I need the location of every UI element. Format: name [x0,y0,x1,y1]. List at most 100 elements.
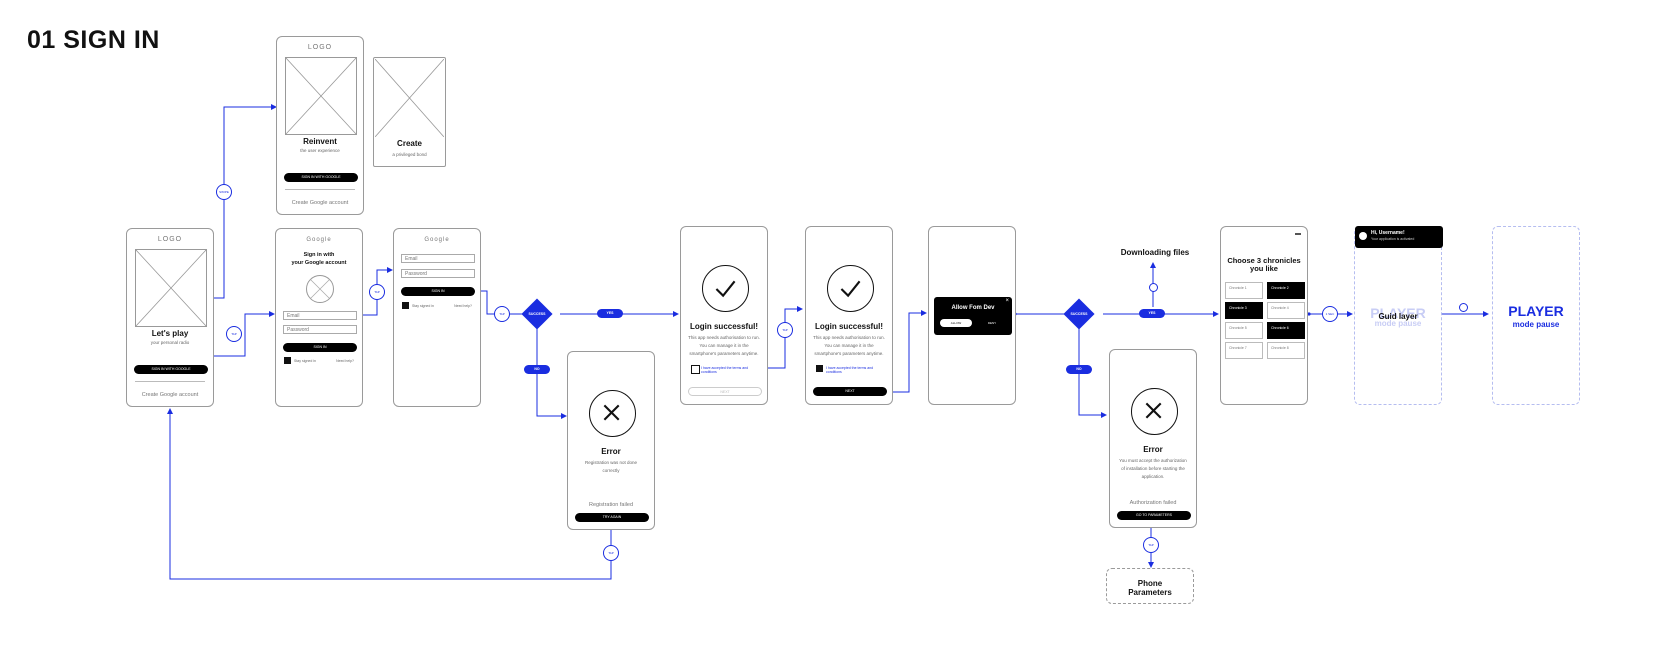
phone-parameters-box: Phone Parameters [1106,568,1194,604]
stay-signed-label: Stay signed in [412,304,434,308]
google-signin-button[interactable]: SIGN IN WITH GOOGLE [284,173,358,182]
create-account-link[interactable]: Create Google account [141,392,199,398]
onboard-heading: Reinvent [303,137,337,146]
permission-screen: × Allow Fom Dev ALLOW DENY [928,226,1016,405]
player-mode: mode pause [1512,320,1560,329]
chronicles-heading-1: Choose 3 chronicles [1227,256,1301,265]
onboard-heading: Create [397,139,422,148]
login-body-3: smartphone's parameters anytime. [689,351,759,356]
create-account-link[interactable]: Create Google account [291,200,349,206]
allow-button[interactable]: ALLOW [940,319,972,327]
try-again-button[interactable]: TRY AGAIN [575,513,649,522]
deny-button[interactable]: DENY [987,321,997,325]
divider [135,381,205,382]
terms-checkbox-checked[interactable] [816,365,823,372]
login-heading: Login successful! [689,322,758,331]
tap-bubble: TAP [777,322,793,338]
login-body-2: You can manage it in the [824,343,874,348]
logo: LOGO [307,44,333,51]
error-status: Registration failed [588,502,634,508]
terms-label[interactable]: I have accepted the terms and conditions [826,366,874,374]
signin-button[interactable]: SIGN IN [283,343,357,352]
registration-error-screen: Error Registration was not done correctl… [567,351,655,530]
no-pill-1: NO [524,365,550,374]
logo: LOGO [157,236,183,243]
chronicle-card-5[interactable]: Chronicle 5 [1225,322,1263,339]
notif-title: Hi, Username! [1371,230,1405,236]
terms-label[interactable]: I have accepted the terms and conditions [701,366,749,374]
chronicle-card-1[interactable]: Chronicle 1 [1225,282,1263,299]
chronicle-card-2[interactable]: Chronicle 2 [1267,282,1305,299]
error-status: Authorization failed [1129,500,1177,506]
google-brand: Google [424,237,450,243]
allow-dialog: × Allow Fom Dev ALLOW DENY [934,297,1012,335]
error-x-icon [1131,388,1178,435]
chronicles-screen: Choose 3 chronicles you like Chronicle 1… [1220,226,1308,405]
dialog-heading: Allow Fom Dev [951,305,995,311]
chronicle-card-4[interactable]: Chronicle 4 [1267,302,1305,319]
next-button[interactable]: NEXT [688,387,762,396]
splash-subtitle: your personal radio [150,340,190,345]
login-body-2: You can manage it in the [699,343,749,348]
guide-layer-screen: Hi, Username! Your application is activa… [1354,226,1443,405]
email-field[interactable]: Email [283,311,357,320]
chronicles-heading-2: you like [1250,264,1278,273]
menu-dots-icon[interactable] [1295,233,1301,235]
player-title: PLAYER [1508,303,1564,319]
guide-label: Guid layer [1378,312,1418,321]
image-placeholder [285,57,357,135]
phone-params-line2: Parameters [1128,588,1172,597]
close-icon[interactable]: × [1005,298,1009,304]
error-body-1: Registration was not done [584,460,638,465]
google-signin-filled-screen: Google Email Password SIGN IN Stay signe… [393,228,481,407]
email-field[interactable]: Email [401,254,475,263]
onboard-subtitle: a privileged bond [392,152,427,157]
chronicle-card-3[interactable]: Chronicle 3 [1225,302,1263,319]
login-body-3: smartphone's parameters anytime. [814,351,884,356]
signin-button[interactable]: SIGN IN [401,287,475,296]
login-body-1: This app needs authorisation to run. [813,335,885,340]
player-screen: PLAYER mode pause [1492,226,1580,405]
swipe-bubble: SWIPE [216,184,232,200]
divider [285,189,355,190]
error-body-2: of installation before starting the [1121,466,1185,471]
terms-checkbox[interactable] [691,365,700,374]
notification-banner: Hi, Username! Your application is activa… [1355,226,1443,248]
image-placeholder [135,249,207,327]
google-signin-button[interactable]: SIGN IN WITH GOOGLE [134,365,208,374]
onboard-subtitle: the user experience [300,148,340,153]
error-x-icon [589,390,636,437]
tap-bubble: TAP [603,545,619,561]
login-body-1: This app needs authorisation to run. [688,335,760,340]
google-signin-screen: Google Sign in with your Google account … [275,228,363,407]
signin-heading-1: Sign in with [303,252,335,258]
delay-bubble: 1 SEC [1322,306,1338,322]
splash-screen: LOGO Let's play your personal radio SIGN… [126,228,214,407]
error-body-1: You must accept the authorization [1119,458,1187,463]
stay-signed-checkbox[interactable] [402,302,409,309]
chronicle-card-8[interactable]: Chronicle 8 [1267,342,1305,359]
notif-body: Your application is activated [1371,237,1415,241]
password-field[interactable]: Password [283,325,357,334]
need-help-link[interactable]: Need help? [454,304,472,308]
downloading-files-label: Downloading files [1120,248,1190,257]
chronicle-card-6[interactable]: Chronicle 6 [1267,322,1305,339]
password-field[interactable]: Password [401,269,475,278]
player-ghost: PLAYER [1370,305,1426,321]
tap-bubble: TAP [369,284,385,300]
tap-bubble: TAP [226,326,242,342]
no-pill-2: NO [1066,365,1092,374]
yes-pill-2: YES [1139,309,1165,318]
stay-signed-checkbox[interactable] [284,357,291,364]
error-heading: Error [601,447,621,456]
check-icon [702,265,749,312]
success-label-2: SUCCESS [1070,312,1088,316]
bell-icon [1359,232,1367,240]
stay-signed-label: Stay signed in [294,359,316,363]
next-button[interactable]: NEXT [813,387,887,396]
go-to-parameters-button[interactable]: GO TO PARAMETERS [1117,511,1191,520]
chronicle-card-7[interactable]: Chronicle 7 [1225,342,1263,359]
yes-pill-1: YES [597,309,623,318]
tap-bubble: TAP [494,306,510,322]
need-help-link[interactable]: Need help? [336,359,354,363]
